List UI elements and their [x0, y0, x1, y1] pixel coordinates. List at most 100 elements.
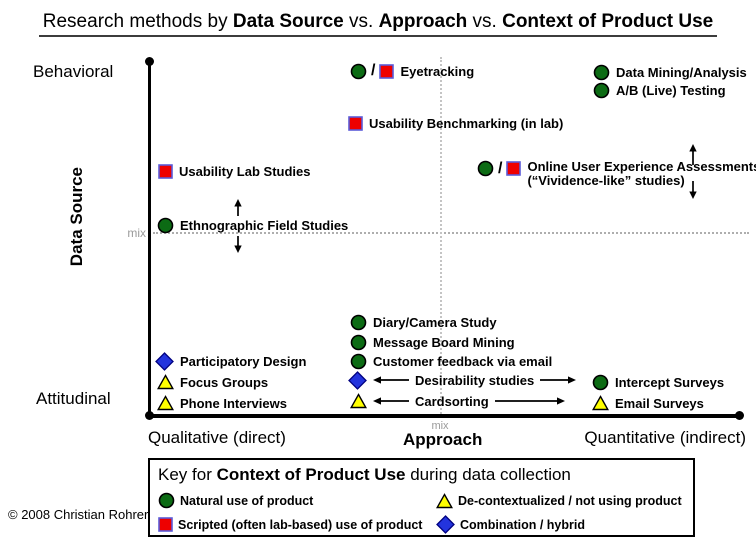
natural-use-marker-icon: [477, 160, 494, 177]
y-axis-mix-label: mix: [127, 226, 146, 240]
point-label: Participatory Design: [180, 353, 307, 369]
point-label: Desirability studies: [415, 372, 535, 388]
scripted-use-marker-icon: [348, 115, 363, 131]
legend-item-decontextualized: De-contextualized / not using product: [436, 492, 693, 509]
y-axis-bottom-label: Attitudinal: [36, 389, 111, 408]
x-axis-left-label: Qualitative (direct): [148, 428, 286, 447]
point-usability-lab-studies: Usability Lab Studies: [158, 162, 310, 180]
natural-use-marker-icon: [350, 314, 367, 331]
page-title: Research methods by Data Source vs. Appr…: [38, 11, 718, 37]
slash-separator: /: [371, 62, 376, 79]
scripted-use-marker-icon: [506, 161, 522, 176]
copyright-text: © 2008 Christian Rohrer: [8, 507, 149, 522]
legend-title-suffix: during data collection: [405, 465, 571, 484]
point-data-mining: Data Mining/Analysis: [593, 63, 747, 81]
natural-use-marker-icon: [350, 353, 367, 370]
point-usability-benchmarking: Usability Benchmarking (in lab): [348, 114, 563, 132]
y-axis-top-dot: [145, 57, 154, 66]
point-eyetracking: / Eyetracking: [350, 62, 474, 80]
legend-title-prefix: Key for: [158, 465, 217, 484]
point-ethnographic-field-studies: Ethnographic Field Studies: [157, 216, 348, 234]
point-participatory-design: Participatory Design: [155, 351, 307, 371]
natural-use-marker-icon: [157, 217, 174, 234]
point-label: A/B (Live) Testing: [616, 82, 726, 98]
combination-marker-icon: [436, 515, 455, 534]
decontextualized-marker-icon: [592, 395, 609, 411]
point-intercept-surveys: Intercept Surveys: [592, 373, 724, 391]
up-arrow-icon: [687, 144, 699, 165]
legend-items: Natural use of product De-contextualized…: [158, 492, 693, 534]
y-axis-title: Data Source: [67, 167, 86, 267]
title-row: Research methods by Data Source vs. Appr…: [0, 11, 756, 37]
slash-separator: /: [498, 159, 503, 177]
point-sublabel: (“Vividence-like” studies): [527, 173, 685, 188]
point-label: Intercept Surveys: [615, 374, 725, 390]
x-axis-mix-label: mix: [431, 420, 449, 432]
title-approach: Approach: [378, 11, 468, 32]
x-axis-right-label: Quantitative (indirect): [584, 428, 746, 447]
point-cardsorting: Cardsorting: [350, 392, 565, 410]
legend-item-label: Combination / hybrid: [460, 517, 585, 532]
natural-use-marker-icon: [350, 334, 367, 351]
legend-item-natural: Natural use of product: [158, 492, 436, 509]
right-arrow-icon: [540, 375, 577, 385]
point-email-surveys: Email Surveys: [592, 394, 704, 412]
point-label: Focus Groups: [180, 374, 269, 390]
marker-pair: /: [477, 159, 522, 177]
scripted-use-marker-icon: [379, 63, 395, 79]
right-arrow-icon: [494, 396, 565, 406]
decontextualized-marker-icon: [350, 393, 367, 409]
scripted-use-marker-icon: [158, 517, 173, 532]
legend-item-label: De-contextualized / not using product: [458, 493, 682, 508]
point-label: Phone Interviews: [180, 395, 287, 411]
decontextualized-marker-icon: [157, 395, 174, 411]
point-label: Usability Benchmarking (in lab): [369, 115, 564, 131]
title-data-source: Data Source: [232, 11, 344, 32]
x-axis-right-dot: [735, 411, 744, 420]
y-axis-line: [148, 61, 151, 417]
scripted-use-marker-icon: [158, 163, 173, 179]
x-axis-line: [148, 414, 742, 418]
point-label: Data Mining/Analysis: [616, 64, 747, 80]
point-label: Email Surveys: [615, 395, 704, 411]
horizontal-mix-dotted-line: [153, 232, 749, 234]
point-label: Customer feedback via email: [373, 353, 553, 369]
up-arrow-icon: [232, 199, 244, 216]
legend-item-scripted: Scripted (often lab-based) use of produc…: [158, 515, 436, 534]
down-arrow-icon: [687, 181, 699, 199]
legend-item-label: Natural use of product: [180, 493, 314, 508]
title-prefix: Research methods by: [42, 11, 233, 32]
point-focus-groups: Focus Groups: [157, 373, 268, 391]
legend-item-label: Scripted (often lab-based) use of produc…: [178, 517, 423, 532]
natural-use-marker-icon: [592, 374, 609, 391]
point-label: Diary/Camera Study: [373, 314, 497, 330]
y-axis-top-label: Behavioral: [33, 62, 114, 81]
point-label: Usability Lab Studies: [179, 163, 311, 179]
axis-origin-dot: [145, 411, 154, 420]
natural-use-marker-icon: [350, 63, 367, 80]
title-vs1: vs.: [343, 11, 379, 32]
legend-item-combination: Combination / hybrid: [436, 515, 693, 534]
point-desirability-studies: Desirability studies: [348, 370, 577, 390]
point-label: Message Board Mining: [373, 334, 515, 350]
decontextualized-marker-icon: [157, 374, 174, 390]
title-context: Context of Product Use: [502, 11, 714, 32]
point-ab-testing: A/B (Live) Testing: [593, 81, 726, 99]
legend-box: Key for Context of Product Use during da…: [148, 458, 695, 537]
point-customer-feedback: Customer feedback via email: [350, 352, 552, 370]
title-vs2: vs.: [467, 11, 503, 32]
point-label: Cardsorting: [415, 393, 489, 409]
point-diary-camera-study: Diary/Camera Study: [350, 313, 497, 331]
point-phone-interviews: Phone Interviews: [157, 394, 287, 412]
point-label: Eyetracking: [400, 63, 475, 79]
natural-use-marker-icon: [593, 82, 610, 99]
left-arrow-icon: [373, 375, 409, 385]
combination-marker-icon: [155, 351, 174, 371]
point-label: Ethnographic Field Studies: [180, 217, 349, 233]
legend-title: Key for Context of Product Use during da…: [158, 465, 693, 485]
natural-use-marker-icon: [593, 64, 610, 81]
combination-marker-icon: [348, 370, 367, 390]
point-label-block: Online User Experience Assessments (“Viv…: [527, 160, 756, 188]
point-online-ux-assessments: / Online User Experience Assessments (“V…: [477, 160, 756, 188]
